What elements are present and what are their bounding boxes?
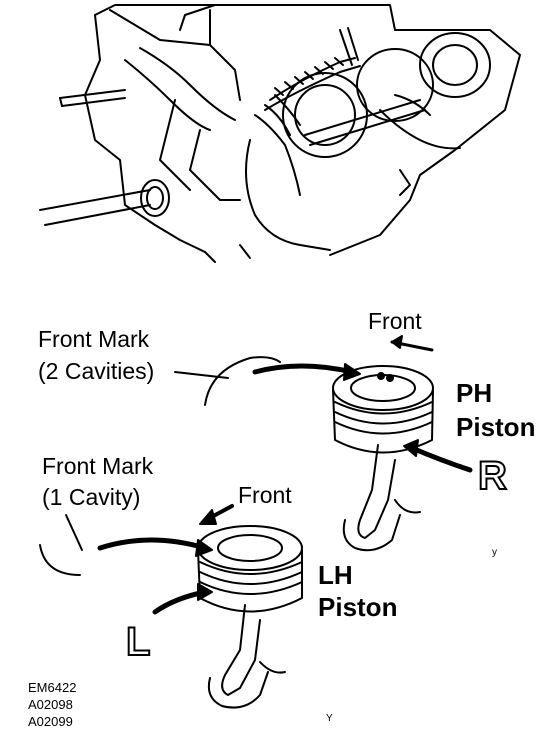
mark-y-capital: Y	[326, 713, 333, 724]
figure-code-3: A02099	[28, 714, 73, 729]
front-mark-2-line2: (2 Cavities)	[38, 358, 155, 384]
r-side-arrow	[409, 445, 473, 473]
rh-piston-illustration	[332, 365, 434, 552]
lh-piston-line2: Piston	[318, 592, 398, 622]
front-mark-2-line1: Front Mark	[38, 326, 150, 352]
front-label-lh: Front	[238, 482, 292, 508]
figure-code-1: EM6422	[28, 680, 77, 695]
front-label-rh: Front	[368, 308, 422, 334]
rh-piston-line1: PH	[456, 378, 493, 408]
figure-code-2: A02098	[28, 697, 73, 712]
r-side-letter: R	[477, 454, 508, 498]
rh-mark-arrow	[252, 363, 355, 375]
front-mark-1-line1: Front Mark	[42, 453, 154, 479]
lh-mark-arrow	[97, 537, 208, 551]
lh-front-mark-outline	[39, 544, 81, 576]
lh-piston-illustration	[197, 525, 303, 709]
l-side-letter: L	[125, 620, 151, 664]
mark-y-small: y	[492, 547, 497, 558]
front-mark-1-line2: (1 Cavity)	[42, 484, 141, 510]
rh-piston-line2: Piston	[456, 412, 536, 442]
rh-front-mark-outline	[204, 356, 281, 406]
lh-piston-line1: LH	[318, 560, 353, 590]
